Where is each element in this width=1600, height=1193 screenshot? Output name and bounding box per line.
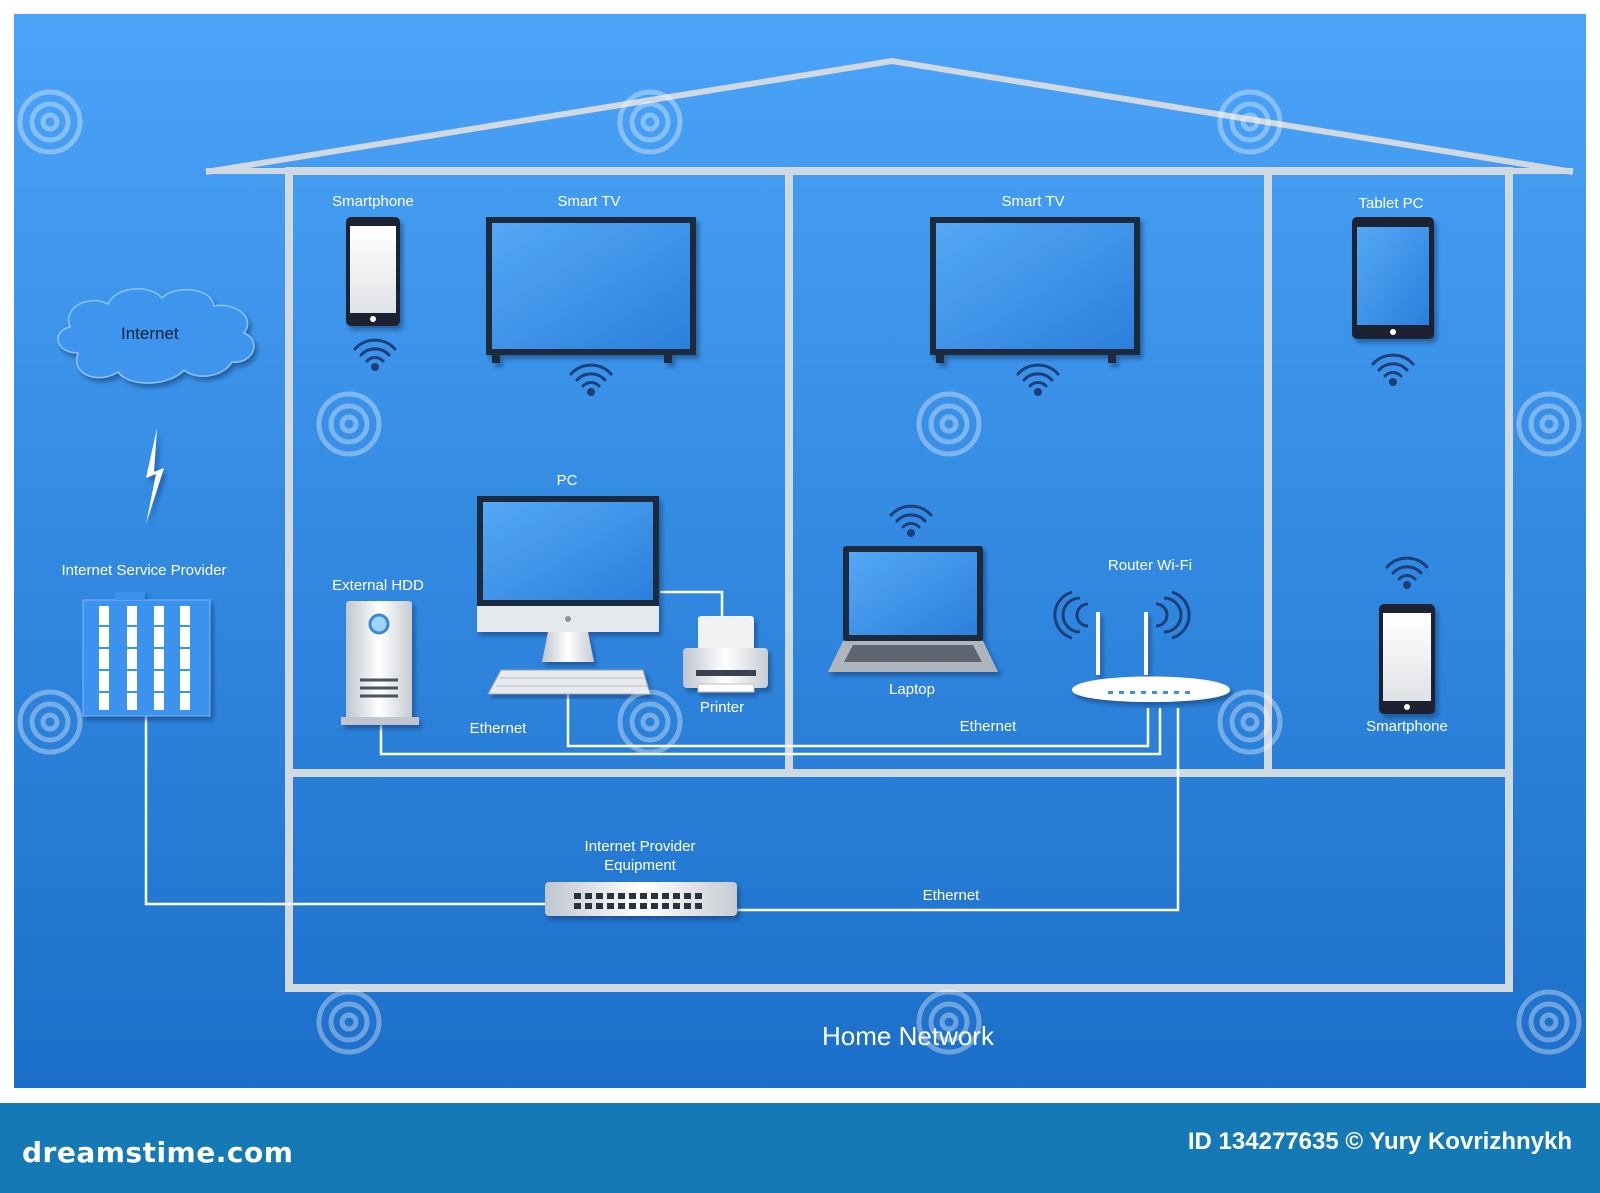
internet-label: Internet (121, 324, 179, 343)
smart-tv-1 (486, 217, 696, 363)
watermark-image-id: ID 134277635 © Yury Kovrizhnykh (1187, 1128, 1572, 1155)
printer-label: Printer (699, 699, 745, 716)
pc-label: PC (556, 472, 578, 489)
smart-tv-2 (930, 217, 1140, 363)
isp-label: Internet Service Provider (61, 562, 227, 579)
diagram-title: Home Network (822, 1021, 994, 1051)
wifi-icon-smart-tv-2 (1016, 363, 1060, 396)
smart-tv-1-label: Smart TV (557, 193, 621, 210)
smartphone-2 (1379, 604, 1435, 714)
router-label: Router Wi-Fi (1107, 557, 1193, 574)
provider-equipment-label-line1: Internet Provider (584, 838, 696, 855)
watermark-logo-marks (17, 89, 1582, 1055)
pc-monitor (477, 496, 659, 662)
smart-tv-2-label: Smart TV (1001, 193, 1065, 210)
smartphone-1 (346, 217, 400, 326)
isp-building-windows (99, 606, 190, 710)
lightning-icon (146, 428, 164, 524)
diagram-background (14, 14, 1586, 1088)
tablet-pc (1352, 217, 1434, 339)
keyboard (487, 669, 651, 695)
wifi-icon-smartphone-1 (353, 338, 397, 371)
smartphone-2-label: Smartphone (1366, 718, 1448, 735)
external-hdd (341, 601, 419, 725)
wifi-icon-smartphone-2 (1385, 556, 1429, 589)
watermark-bar (0, 1103, 1600, 1193)
router-signal-icon (1053, 590, 1191, 640)
provider-equipment (545, 882, 737, 916)
router (1072, 612, 1230, 702)
smartphone-1-label: Smartphone (332, 193, 414, 210)
ethernet-cables (144, 590, 1180, 912)
house-roof (205, 57, 1574, 175)
house-outline (285, 167, 1513, 992)
external-hdd-label: External HDD (332, 577, 424, 594)
laptop (828, 546, 998, 672)
watermark-site-logo: dreamstime.com (22, 1136, 294, 1169)
wifi-icon-laptop (889, 504, 933, 537)
ethernet-label-3: Ethernet (922, 887, 980, 904)
ethernet-label-2: Ethernet (959, 718, 1017, 735)
tablet-pc-label: Tablet PC (1358, 195, 1424, 212)
wifi-icon-tablet-pc (1371, 353, 1415, 386)
internet-cloud (57, 288, 255, 384)
ethernet-label-1: Ethernet (469, 720, 527, 737)
wifi-icon-smart-tv-1 (569, 363, 613, 396)
provider-equipment-label-line2: Equipment (604, 857, 676, 874)
printer (683, 616, 768, 693)
laptop-label: Laptop (889, 681, 935, 698)
